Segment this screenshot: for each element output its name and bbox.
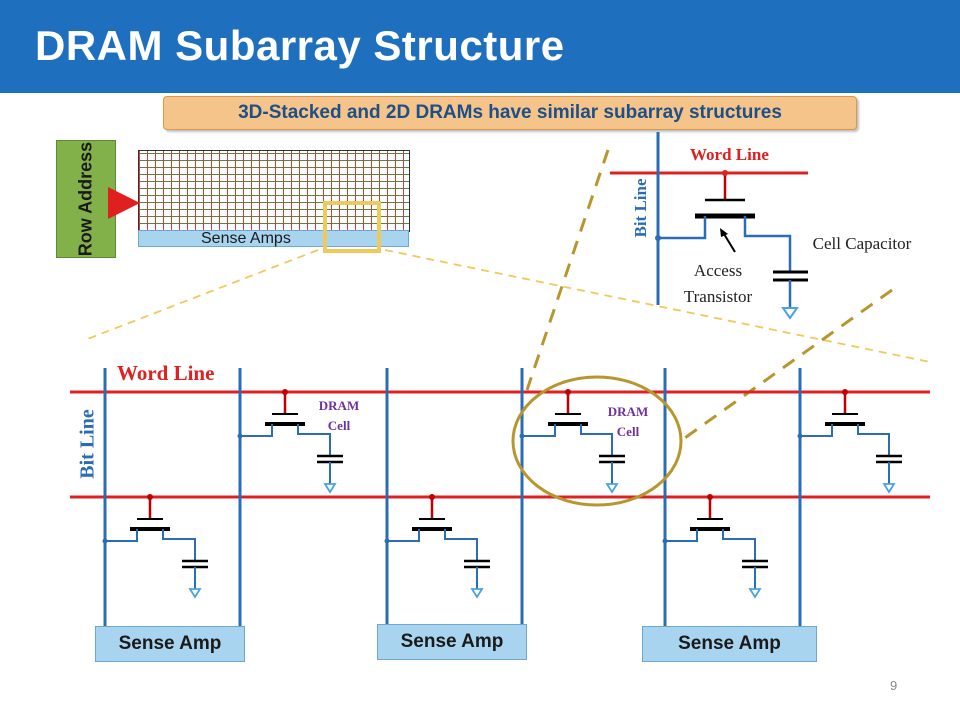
banner-text: 3D-Stacked and 2D DRAMs have similar sub… [238, 102, 782, 123]
subarray-bit-lines [103, 368, 802, 628]
dram-cell-label-2: DRAM Cell [607, 404, 649, 439]
sense-amp-2: Sense Amp [377, 624, 527, 660]
cell-capacitor-label: Cell Capacitor [812, 234, 912, 253]
subarray-word-lines [70, 390, 930, 499]
zoom-ellipse [511, 375, 683, 507]
detail-bit-line-label: Bit Line [631, 178, 650, 238]
sense-amps-bar: Sense Amps [138, 230, 409, 247]
sense-amp-1: Sense Amp [95, 626, 245, 662]
sense-amp-3-label: Sense Amp [678, 633, 781, 654]
row-address-box: Row Address [56, 140, 116, 258]
sense-amp-3: Sense Amp [642, 626, 817, 662]
subarray-bit-line-label: Bit Line [76, 409, 99, 479]
dram-cell-1 [237, 389, 343, 494]
cell-array-grid [138, 150, 410, 232]
cell-detail [610, 132, 808, 320]
zoom-highlight-box [323, 201, 381, 253]
sense-amp-1-label: Sense Amp [118, 633, 222, 654]
slide-title: DRAM Subarray Structure [35, 22, 565, 69]
dram-cell-3 [797, 389, 902, 494]
subarray-word-line-label: Word Line [117, 361, 215, 385]
dram-cell-label-1: DRAM Cell [318, 398, 360, 433]
page-number: 9 [890, 678, 898, 693]
title-bar [0, 0, 960, 93]
transistor-pointer [723, 233, 736, 253]
access-transistor-label: Access Transistor [683, 261, 753, 306]
subtitle-banner: 3D-Stacked and 2D DRAMs have similar sub… [163, 96, 857, 130]
sense-amps-label: Sense Amps [201, 230, 291, 247]
sense-amp-2-label: Sense Amp [400, 631, 504, 652]
dram-cell-2 [519, 389, 625, 494]
dram-cell-4 [102, 494, 208, 599]
detail-word-line-label: Word Line [690, 145, 769, 164]
dram-cell-5 [384, 494, 490, 599]
ground-symbol [781, 307, 799, 320]
zoom-projection-lines [84, 149, 931, 442]
dram-cell-6 [662, 494, 768, 599]
